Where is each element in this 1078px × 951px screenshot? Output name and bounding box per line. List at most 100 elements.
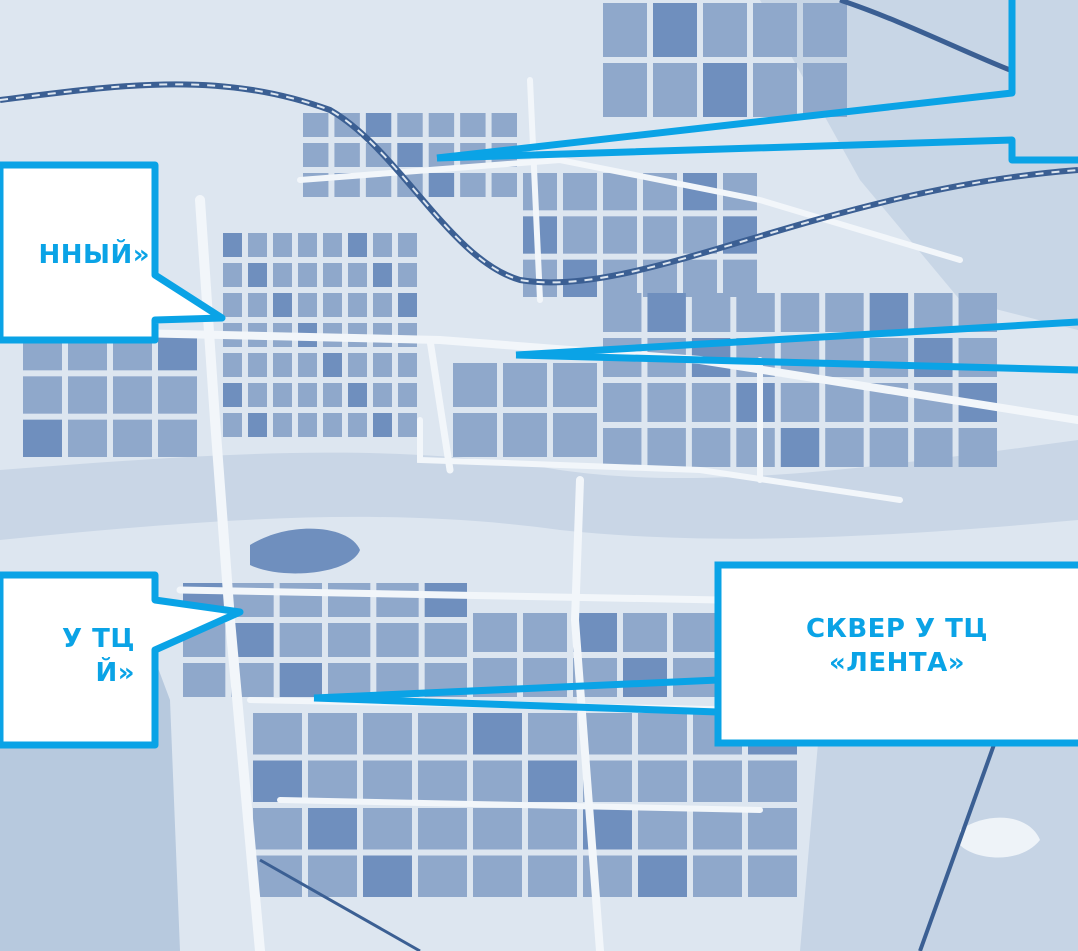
city-block <box>418 760 467 802</box>
city-block <box>273 353 292 377</box>
city-block <box>328 663 371 697</box>
city-block <box>397 113 423 137</box>
city-block <box>248 383 267 407</box>
city-block <box>603 428 642 467</box>
city-block <box>273 263 292 287</box>
city-block <box>914 293 953 332</box>
city-block <box>691 383 731 422</box>
city-block <box>373 413 392 437</box>
city-block <box>473 808 522 850</box>
city-block <box>603 173 637 211</box>
city-block <box>491 113 517 137</box>
city-block <box>553 363 597 407</box>
city-blocks <box>23 3 997 897</box>
city-block <box>460 173 486 197</box>
city-block <box>348 353 367 377</box>
city-block <box>703 3 747 57</box>
city-block <box>803 3 847 57</box>
city-block <box>460 113 486 137</box>
callout-label-left-upper: нный» <box>0 238 150 272</box>
city-block <box>279 663 322 697</box>
city-block <box>424 623 467 657</box>
city-block <box>273 293 292 317</box>
city-block <box>869 338 909 377</box>
callout-label-left-lower: у тц й» <box>0 622 135 690</box>
callout-right-lower-line-1: СКВЕР У ТЦ <box>806 614 988 644</box>
city-block <box>298 413 317 437</box>
city-block <box>603 63 647 117</box>
callout-box-left-upper <box>0 161 226 344</box>
city-block <box>303 113 329 137</box>
city-block <box>298 233 317 257</box>
city-block <box>825 428 864 467</box>
city-block <box>603 383 642 422</box>
city-block <box>683 259 717 297</box>
city-block <box>279 583 322 617</box>
city-block <box>373 353 392 377</box>
city-block <box>398 263 417 287</box>
city-block <box>958 428 997 467</box>
city-block <box>869 293 909 332</box>
city-block <box>298 383 317 407</box>
city-block <box>780 383 820 422</box>
city-block <box>583 713 632 755</box>
city-block <box>753 3 797 57</box>
city-block <box>23 419 62 457</box>
city-block <box>68 419 107 457</box>
city-block <box>503 413 547 457</box>
forest-area-southeast <box>800 700 1078 951</box>
city-block <box>748 760 797 802</box>
city-block <box>647 383 686 422</box>
city-block <box>323 293 342 317</box>
city-block <box>323 383 342 407</box>
city-block <box>563 216 597 254</box>
city-block <box>736 293 775 332</box>
city-block <box>223 263 242 287</box>
city-block <box>363 760 412 802</box>
city-block <box>653 3 697 57</box>
city-block <box>914 338 953 377</box>
city-block <box>673 613 717 652</box>
city-block <box>348 413 367 437</box>
city-block <box>273 383 292 407</box>
city-block <box>453 363 497 407</box>
city-block <box>691 428 731 467</box>
city-block <box>308 855 357 897</box>
city-block <box>603 293 642 332</box>
city-block <box>398 383 417 407</box>
city-block <box>231 623 274 657</box>
city-block <box>563 173 597 211</box>
city-block <box>638 808 687 850</box>
city-block <box>308 760 357 802</box>
callout-left-upper-line-1: нный» <box>38 240 150 270</box>
city-block <box>68 376 107 414</box>
city-block <box>653 63 697 117</box>
city-block <box>328 623 371 657</box>
city-block <box>736 428 775 467</box>
city-block <box>647 428 686 467</box>
city-block <box>428 113 455 137</box>
city-block <box>418 713 467 755</box>
city-block <box>748 855 797 897</box>
lake-east <box>960 817 1040 858</box>
city-block <box>328 583 371 617</box>
city-block <box>753 63 797 117</box>
city-block <box>223 293 242 317</box>
city-block <box>553 413 597 457</box>
city-block <box>398 293 417 317</box>
city-block <box>623 613 667 652</box>
city-block <box>491 173 517 197</box>
city-block <box>253 760 302 802</box>
callout-pointers <box>313 0 1078 716</box>
city-block <box>323 263 342 287</box>
city-block <box>780 293 820 332</box>
callout-box-left-lower <box>0 571 244 749</box>
city-block <box>253 808 302 850</box>
city-block <box>223 233 242 257</box>
city-block <box>323 233 342 257</box>
city-block <box>376 583 419 617</box>
city-block <box>748 808 797 850</box>
city-block <box>693 760 742 802</box>
